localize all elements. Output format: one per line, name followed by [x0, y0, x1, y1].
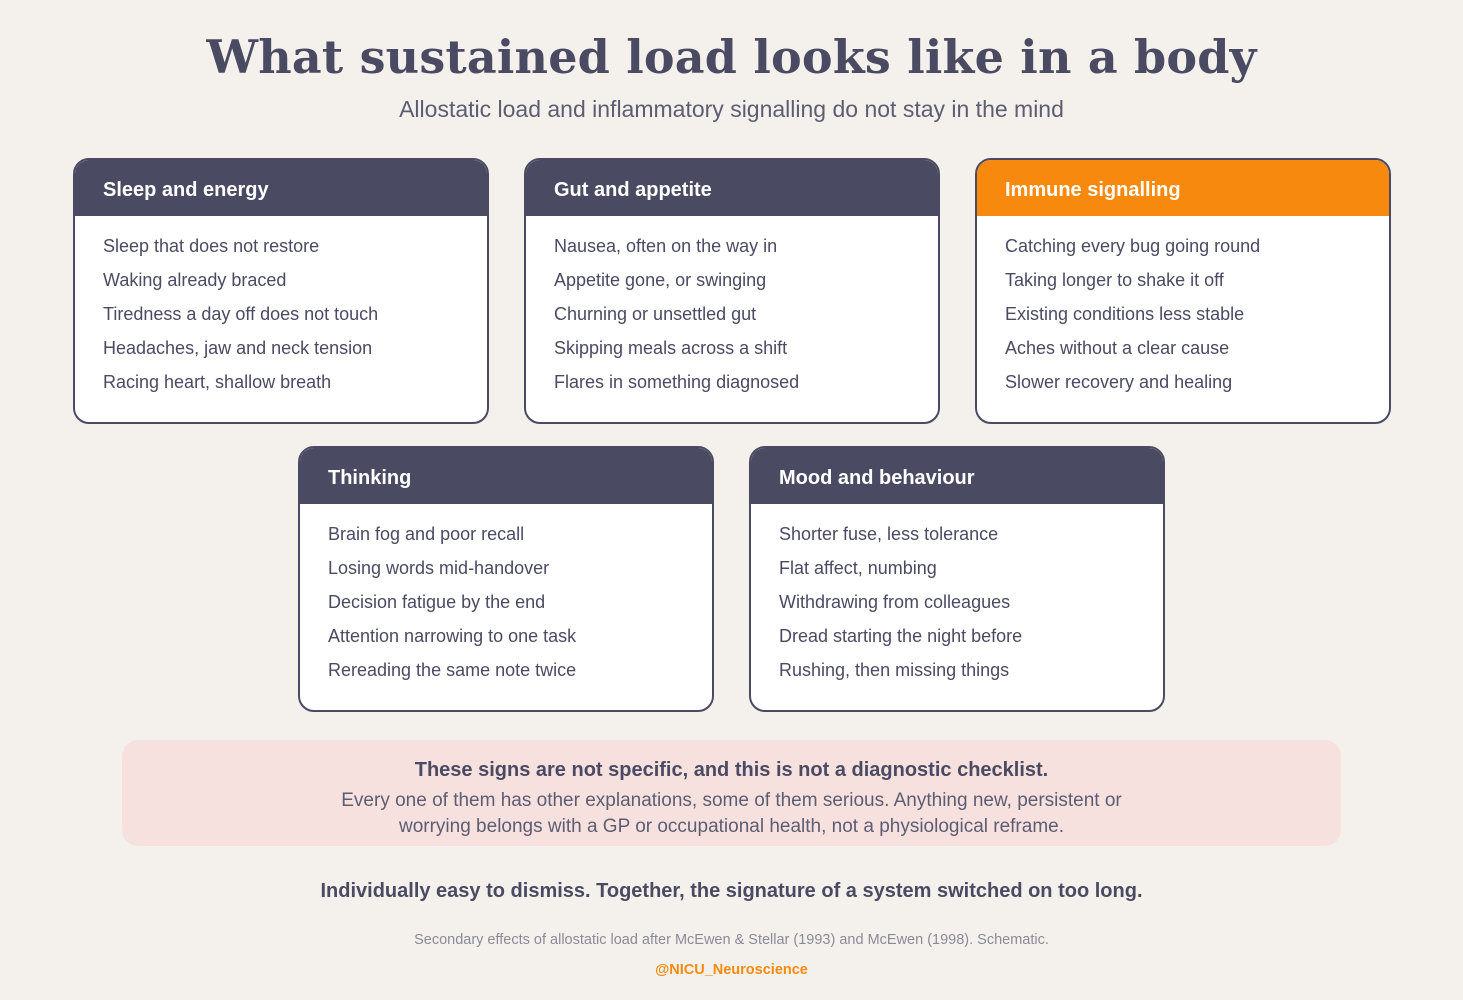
list-item: Tiredness a day off does not touch	[103, 304, 379, 324]
list-item: Catching every bug going round	[1005, 236, 1261, 256]
disclaimer-body: Every one of them has other explanations…	[341, 790, 1122, 837]
list-item: Appetite gone, or swinging	[554, 270, 767, 290]
card-item-list: Nausea, often on the way in Appetite gon…	[526, 216, 938, 404]
card-immune-signalling: Immune signalling Catching every bug goi…	[975, 158, 1391, 424]
page-title: What sustained load looks like in a body	[206, 30, 1257, 84]
source-citation: Secondary effects of allostatic load aft…	[414, 932, 1049, 948]
card-sleep-and-energy: Sleep and energy Sleep that does not res…	[73, 158, 489, 424]
author-handle: @NICU_Neuroscience	[655, 962, 808, 978]
card-item-list: Brain fog and poor recall Losing words m…	[300, 504, 712, 692]
list-item: Headaches, jaw and neck tension	[103, 338, 373, 358]
list-item: Skipping meals across a shift	[554, 338, 788, 358]
card-item-list: Catching every bug going round Taking lo…	[977, 216, 1389, 404]
list-item: Dread starting the night before	[779, 626, 1023, 646]
list-item: Nausea, often on the way in	[554, 236, 778, 256]
tagline: Individually easy to dismiss. Together, …	[320, 880, 1143, 902]
card-thinking: Thinking Brain fog and poor recall Losin…	[298, 446, 714, 712]
card-title: Immune signalling	[977, 160, 1389, 216]
list-item: Slower recovery and healing	[1005, 372, 1233, 392]
list-item: Flares in something diagnosed	[554, 372, 800, 392]
list-item: Racing heart, shallow breath	[103, 372, 332, 392]
list-item: Brain fog and poor recall	[328, 524, 525, 544]
card-item-list: Sleep that does not restore Waking alrea…	[75, 216, 487, 404]
list-item: Withdrawing from colleagues	[779, 592, 1011, 612]
card-title: Sleep and energy	[75, 160, 487, 216]
disclaimer-title: These signs are not specific, and this i…	[414, 759, 1049, 781]
list-item: Aches without a clear cause	[1005, 338, 1230, 358]
list-item: Taking longer to shake it off	[1005, 270, 1224, 290]
list-item: Rereading the same note twice	[328, 660, 577, 680]
card-item-list: Shorter fuse, less tolerance Flat affect…	[751, 504, 1163, 692]
list-item: Flat affect, numbing	[779, 558, 937, 578]
list-item: Losing words mid-handover	[328, 558, 550, 578]
disclaimer-note: These signs are not specific, and this i…	[122, 740, 1341, 846]
card-title: Gut and appetite	[526, 160, 938, 216]
card-title: Mood and behaviour	[751, 448, 1163, 504]
card-mood-and-behaviour: Mood and behaviour Shorter fuse, less to…	[749, 446, 1165, 712]
list-item: Waking already braced	[103, 270, 287, 290]
list-item: Churning or unsettled gut	[554, 304, 757, 324]
card-title: Thinking	[300, 448, 712, 504]
list-item: Decision fatigue by the end	[328, 592, 546, 612]
list-item: Existing conditions less stable	[1005, 304, 1245, 324]
list-item: Rushing, then missing things	[779, 660, 1010, 680]
card-gut-and-appetite: Gut and appetite Nausea, often on the wa…	[524, 158, 940, 424]
list-item: Sleep that does not restore	[103, 236, 320, 256]
list-item: Attention narrowing to one task	[328, 626, 577, 646]
page-subtitle: Allostatic load and inflammatory signall…	[399, 96, 1064, 122]
list-item: Shorter fuse, less tolerance	[779, 524, 999, 544]
